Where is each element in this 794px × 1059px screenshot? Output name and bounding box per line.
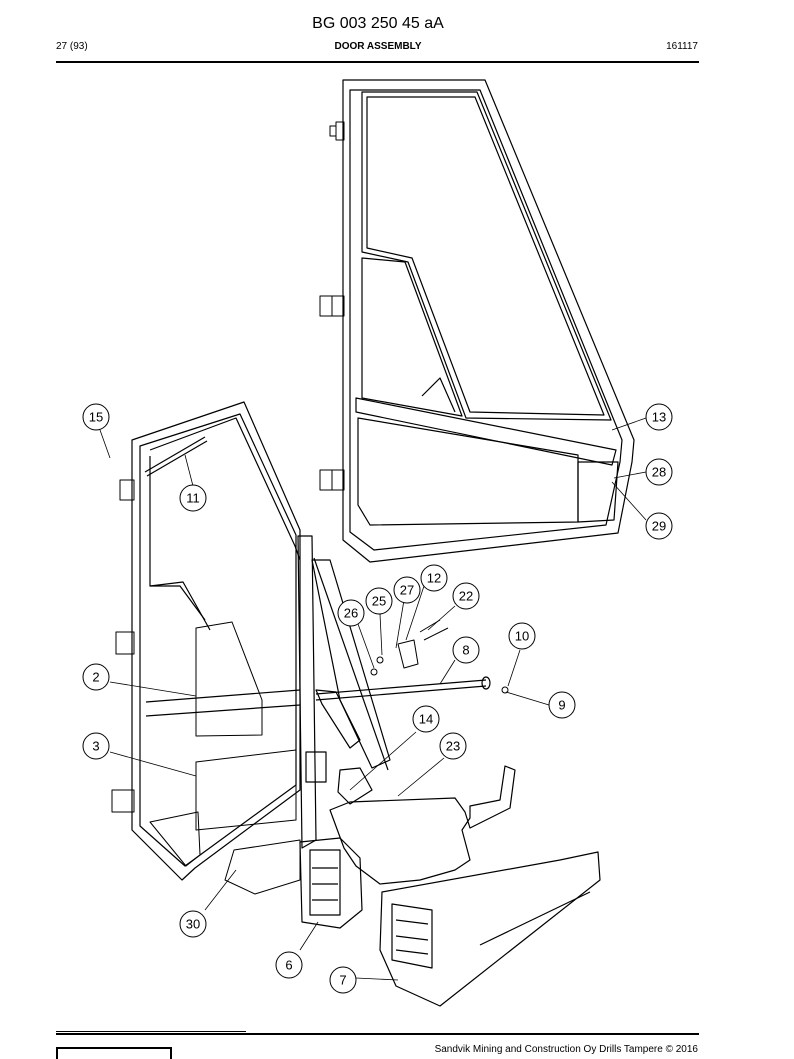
svg-text:25: 25 bbox=[372, 594, 386, 609]
page-title: DOOR ASSEMBLY bbox=[334, 41, 422, 52]
svg-text:8: 8 bbox=[462, 643, 469, 658]
document-number: BG 003 250 45 aA bbox=[312, 15, 444, 32]
lower-door-frame bbox=[131, 401, 301, 881]
callout-15: 15 bbox=[82, 403, 110, 431]
callout-14: 14 bbox=[412, 705, 440, 733]
callout-12: 12 bbox=[420, 564, 448, 592]
lower-step-left bbox=[299, 837, 363, 929]
callout-30: 30 bbox=[179, 910, 207, 938]
upper-door-frame bbox=[342, 79, 635, 563]
callout-3: 3 bbox=[82, 732, 110, 760]
svg-text:26: 26 bbox=[344, 606, 358, 621]
svg-text:9: 9 bbox=[558, 698, 565, 713]
svg-text:12: 12 bbox=[427, 571, 441, 586]
svg-text:30: 30 bbox=[186, 917, 200, 932]
svg-text:23: 23 bbox=[446, 739, 460, 754]
callout-11: 11 bbox=[179, 484, 207, 512]
lower-door-hinges bbox=[111, 479, 135, 813]
svg-text:15: 15 bbox=[89, 410, 103, 425]
date-code: 161117 bbox=[666, 41, 698, 52]
mudguard bbox=[329, 765, 516, 885]
latch-parts bbox=[370, 619, 509, 694]
svg-text:10: 10 bbox=[515, 629, 529, 644]
latch-rod bbox=[315, 676, 491, 749]
svg-text:7: 7 bbox=[339, 973, 346, 988]
lower-door-panels bbox=[149, 621, 301, 895]
callout-9: 9 bbox=[548, 691, 576, 719]
callout-7: 7 bbox=[329, 966, 357, 994]
header-rule bbox=[56, 61, 699, 63]
callout-28: 28 bbox=[645, 458, 673, 486]
svg-text:6: 6 bbox=[285, 958, 292, 973]
callout-29: 29 bbox=[645, 512, 673, 540]
svg-text:13: 13 bbox=[652, 410, 666, 425]
callout-2: 2 bbox=[82, 663, 110, 691]
svg-text:28: 28 bbox=[652, 465, 666, 480]
upper-door-hinges bbox=[319, 121, 345, 491]
lower-step-right bbox=[379, 851, 601, 1007]
callout-26: 26 bbox=[337, 599, 365, 627]
callout-10: 10 bbox=[508, 622, 536, 650]
callout-27: 27 bbox=[393, 576, 421, 604]
footer-rule-thin bbox=[56, 1031, 246, 1032]
svg-text:22: 22 bbox=[459, 589, 473, 604]
callout-25: 25 bbox=[365, 587, 393, 615]
footer-rule bbox=[56, 1033, 699, 1035]
callout-8: 8 bbox=[452, 636, 480, 664]
callout-13: 13 bbox=[645, 403, 673, 431]
callout-22: 22 bbox=[452, 582, 480, 610]
svg-text:14: 14 bbox=[419, 712, 433, 727]
leader-lines bbox=[99, 417, 647, 981]
page-number: 27 (93) bbox=[56, 41, 88, 52]
gas-spring bbox=[144, 436, 208, 477]
callout-6: 6 bbox=[275, 951, 303, 979]
svg-text:27: 27 bbox=[400, 583, 414, 598]
svg-text:11: 11 bbox=[186, 491, 200, 506]
callout-23: 23 bbox=[439, 732, 467, 760]
footer-copyright: Sandvik Mining and Construction Oy Drill… bbox=[434, 1044, 698, 1055]
svg-text:2: 2 bbox=[92, 670, 99, 685]
svg-text:3: 3 bbox=[92, 739, 99, 754]
sandvik-logo bbox=[56, 1047, 172, 1059]
svg-text:29: 29 bbox=[652, 519, 666, 534]
